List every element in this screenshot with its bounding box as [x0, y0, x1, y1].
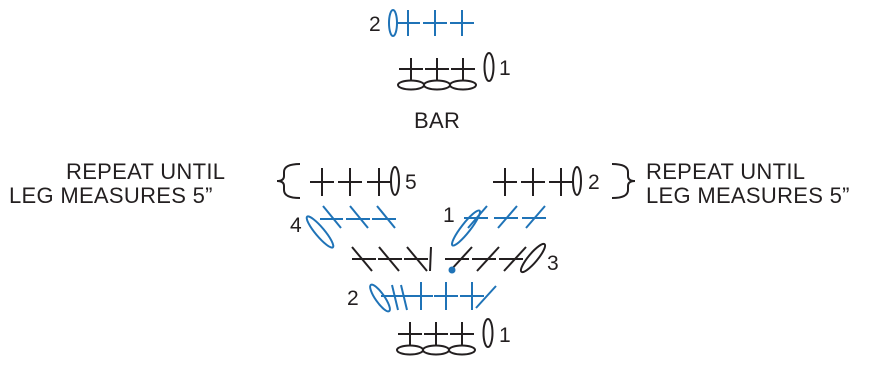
- right-leg-row-1-stitches: [464, 205, 546, 229]
- chain-stitch: [396, 344, 424, 356]
- bar-row-2-label: 2: [369, 13, 381, 36]
- left-leg-row-2-label: 2: [588, 171, 600, 194]
- body-row-5-label: 5: [405, 171, 417, 194]
- bar-diagram: 1 2 BAR: [369, 9, 511, 133]
- body-row-3-label: 3: [547, 252, 559, 275]
- body-row-3-stitches: [351, 246, 527, 272]
- body-row-4-label: 4: [290, 214, 302, 237]
- bar-turning-chain-1: [483, 52, 495, 82]
- join-marker-dot: [448, 266, 456, 274]
- body-turning-chain-1: [482, 318, 494, 348]
- left-repeat-note-line1: REPEAT UNTIL: [66, 159, 225, 184]
- bar-turning-chain-2: [388, 9, 398, 37]
- body-row-1-stitches: [398, 322, 474, 346]
- body-chain-row: [396, 344, 476, 356]
- left-leg-row-4-stitches: [320, 205, 396, 229]
- body-turning-chain-2: [369, 283, 391, 313]
- bar-chain-row: [397, 79, 477, 91]
- right-leg-row-2-stitches: [493, 168, 573, 196]
- body-row-2-label: 2: [347, 287, 359, 310]
- left-leg-row-5-stitches: [310, 168, 391, 196]
- chain-stitch: [423, 79, 451, 91]
- left-leg-row-1-label: 1: [443, 204, 455, 227]
- chain-stitch: [449, 79, 477, 91]
- chain-stitch: [422, 344, 450, 356]
- bar-row-1-label: 1: [499, 57, 511, 80]
- body-row-2-stitches: [381, 282, 497, 311]
- right-repeat-note-line1: REPEAT UNTIL: [646, 159, 805, 184]
- right-repeat-brace: [611, 163, 636, 199]
- body-row-1-label: 1: [499, 324, 511, 347]
- left-repeat-brace: [276, 163, 301, 199]
- left-leg-turning-chain-5: [390, 166, 400, 196]
- right-repeat-note-line2: LEG MEASURES 5”: [646, 183, 850, 208]
- bar-row-2-stitches: [396, 10, 474, 36]
- bar-title: BAR: [414, 108, 460, 133]
- right-leg-turning-chain-2: [572, 166, 582, 196]
- body-diagram: 1 2 3: [9, 159, 850, 356]
- chain-stitch: [397, 79, 425, 91]
- bar-row-1-stitches: [399, 58, 475, 80]
- left-repeat-note-line2: LEG MEASURES 5”: [9, 183, 213, 208]
- body-turning-chain-3: [519, 242, 547, 274]
- left-leg-turning-chain-4: [305, 215, 335, 249]
- right-leg-turning-chain-1: [450, 209, 482, 247]
- chain-stitch: [448, 344, 476, 356]
